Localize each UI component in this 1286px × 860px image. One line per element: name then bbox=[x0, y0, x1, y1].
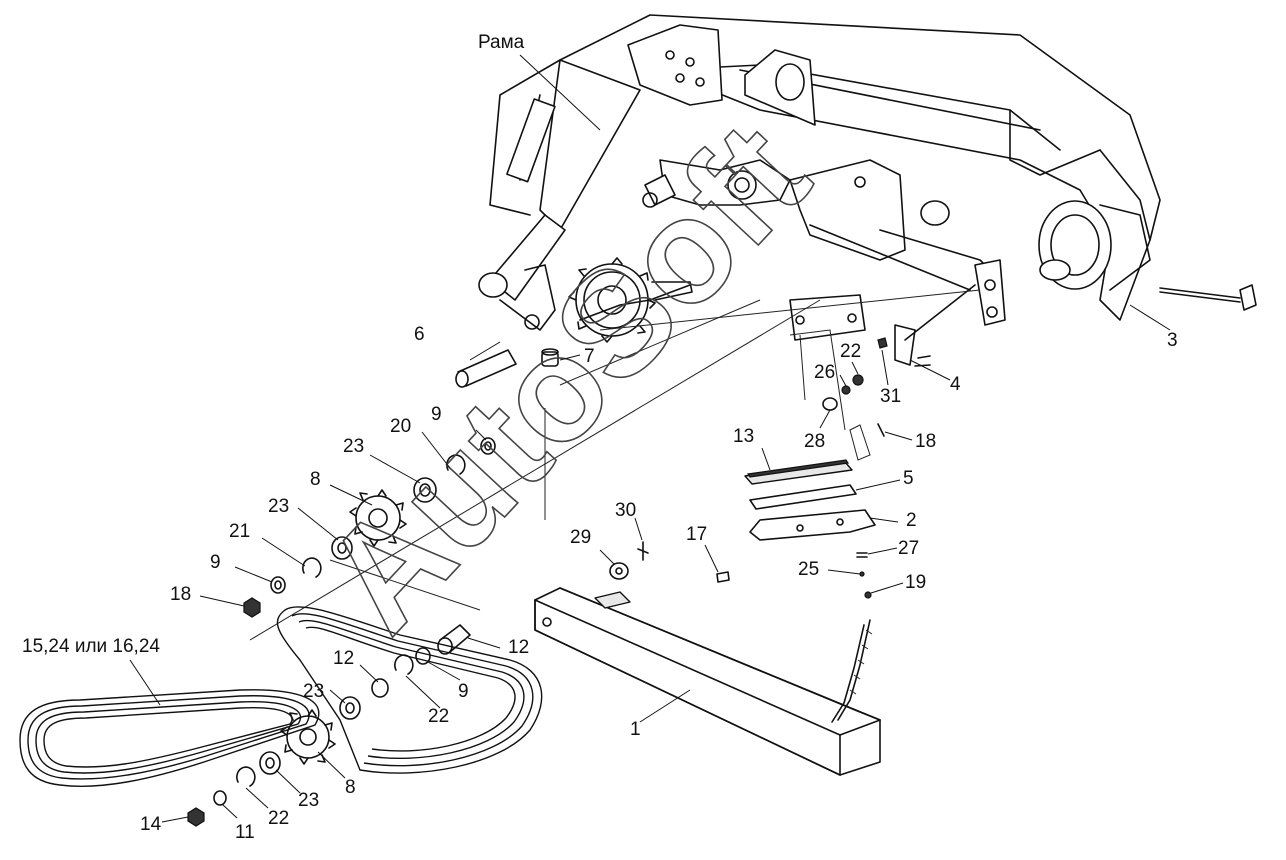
callout-1: 1 bbox=[630, 719, 641, 740]
callout-14: 14 bbox=[140, 814, 162, 835]
label-belt: 15,24 или 16,24 bbox=[22, 636, 160, 657]
callout-labels: Рама 15,24 или 16,24 3 4 6 7 9 20 23 8 2… bbox=[22, 32, 1178, 843]
plates-group bbox=[744, 459, 876, 541]
callout-29: 29 bbox=[570, 527, 591, 548]
callout-4: 4 bbox=[950, 374, 961, 395]
callout-9-upper: 9 bbox=[431, 404, 442, 425]
callout-22-lower-b: 22 bbox=[268, 808, 289, 829]
callout-25: 25 bbox=[798, 559, 819, 580]
callout-9-mid: 9 bbox=[210, 552, 221, 573]
callout-13: 13 bbox=[733, 426, 754, 447]
callout-19: 18 bbox=[170, 584, 191, 605]
callout-6: 6 bbox=[414, 324, 425, 345]
callout-18: 18 bbox=[915, 431, 936, 452]
callout-20: 19 bbox=[905, 572, 926, 593]
shaft-part-3 bbox=[1159, 284, 1257, 311]
callout-8-lower: 8 bbox=[345, 777, 356, 798]
callout-22-mid: 21 bbox=[229, 521, 250, 542]
callout-8-upper: 8 bbox=[310, 469, 321, 490]
small-fasteners bbox=[609, 329, 931, 599]
watermark: AutoSoft bbox=[292, 92, 840, 663]
frame-assembly bbox=[478, 14, 1161, 366]
callout-9-lower: 9 bbox=[458, 681, 469, 702]
callout-7: 7 bbox=[584, 346, 595, 367]
callout-3: 3 bbox=[1167, 330, 1178, 351]
callout-22-upper: 20 bbox=[390, 416, 411, 437]
leader-lines bbox=[129, 54, 1171, 823]
pin-part-6 bbox=[455, 349, 517, 388]
callout-17: 17 bbox=[686, 524, 707, 545]
belt-large bbox=[19, 689, 320, 787]
callout-23-lower-b: 23 bbox=[298, 790, 319, 811]
label-frame: Рама bbox=[478, 32, 525, 53]
callout-23-lower-a: 23 bbox=[303, 681, 324, 702]
upper-sprocket-stack bbox=[243, 437, 496, 618]
assembly-axis-lines bbox=[249, 299, 821, 641]
callout-12: 12 bbox=[333, 648, 354, 669]
watermark-text: AutoSoft bbox=[293, 92, 840, 661]
chain-element bbox=[831, 619, 873, 723]
callout-30: 30 bbox=[615, 500, 636, 521]
callout-23-upper-b: 23 bbox=[268, 496, 289, 517]
callout-2: 2 bbox=[906, 510, 917, 531]
callout-26: 26 bbox=[814, 362, 835, 383]
callout-5: 5 bbox=[903, 468, 914, 489]
callout-23-upper-a: 23 bbox=[343, 436, 364, 457]
guide-beam-part-1 bbox=[534, 587, 881, 776]
callout-28: 28 bbox=[804, 431, 825, 452]
callout-27: 27 bbox=[898, 538, 919, 559]
callout-31: 31 bbox=[880, 386, 901, 407]
bushing-part-7 bbox=[541, 348, 559, 367]
callout-22-lower-a: 22 bbox=[428, 706, 449, 727]
callout-21: 22 bbox=[840, 341, 861, 362]
belt-small bbox=[276, 606, 543, 774]
callout-11: 12 bbox=[508, 637, 529, 658]
callout-10: 11 bbox=[235, 822, 255, 843]
